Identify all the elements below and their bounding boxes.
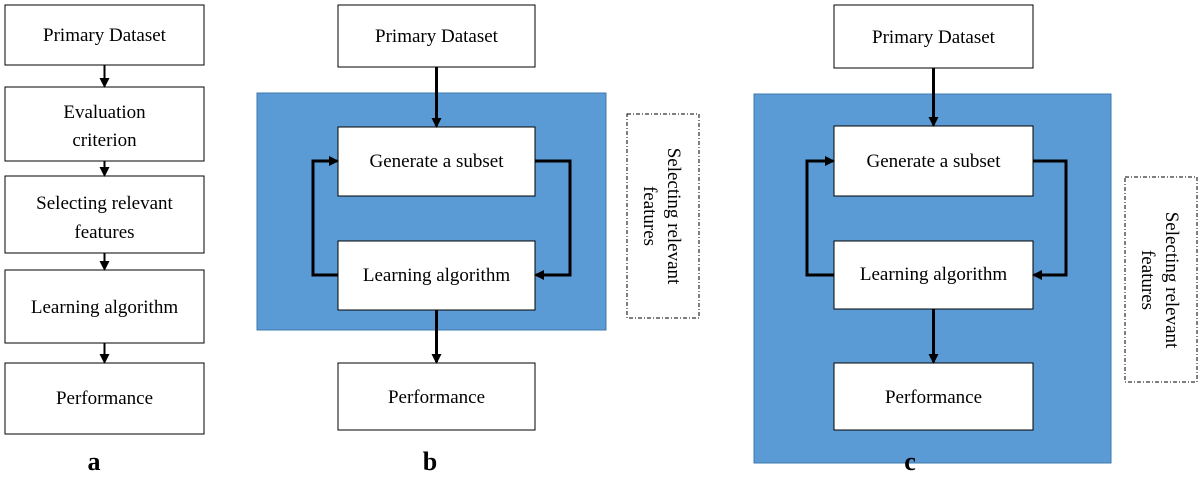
evaluation-criterion-label-line1: Evaluation: [63, 102, 146, 123]
panel-a-label: a: [88, 447, 101, 476]
primary-dataset-label: Primary Dataset: [872, 27, 996, 48]
side-label-line1: Selecting relevant: [1161, 212, 1182, 349]
selecting-features-label-line2: features: [74, 222, 134, 243]
primary-dataset-label: Primary Dataset: [375, 26, 499, 47]
selecting-features-side-box: [1124, 176, 1198, 383]
side-label-line2: features: [1137, 250, 1158, 310]
primary-dataset-box: [833, 4, 1034, 69]
panel-b-label: b: [423, 447, 437, 476]
performance-label: Performance: [885, 387, 982, 408]
primary-dataset-box: [337, 4, 536, 68]
learning-algorithm-label: Learning algorithm: [363, 265, 510, 286]
panel-b: Primary Dataset Generate a subset Learni…: [256, 4, 700, 476]
primary-dataset-box: [4, 4, 205, 66]
learning-algorithm-label: Learning algorithm: [860, 264, 1007, 285]
side-label-line1: Selecting relevant: [663, 148, 684, 285]
performance-label: Performance: [56, 388, 153, 409]
evaluation-criterion-box: [4, 86, 205, 162]
arrow-c-subset-to-learning: [1032, 159, 1068, 280]
generate-subset-label: Generate a subset: [867, 151, 1002, 172]
generate-subset-label: Generate a subset: [370, 151, 505, 172]
performance-label: Performance: [388, 387, 485, 408]
learning-algorithm-box: [4, 269, 205, 344]
arrow-b-subset-to-learning: [534, 159, 572, 280]
selecting-features-label-line1: Selecting relevant: [36, 193, 173, 214]
learning-algorithm-box: [833, 240, 1034, 310]
arrow-b-learning-to-subset: [311, 156, 339, 277]
panel-c: Primary Dataset Generate a subset Learni…: [753, 4, 1198, 476]
primary-dataset-label: Primary Dataset: [43, 25, 167, 46]
side-label-line2: features: [639, 186, 660, 246]
performance-box: [833, 362, 1034, 431]
arrow-c-learning-to-subset: [805, 156, 835, 277]
performance-box: [4, 362, 205, 435]
evaluation-criterion-label-line2: criterion: [72, 130, 137, 151]
learning-algorithm-box: [337, 240, 536, 311]
learning-algorithm-label: Learning algorithm: [31, 297, 178, 318]
generate-subset-box: [833, 125, 1034, 197]
selecting-features-side-box: [626, 113, 700, 319]
panel-c-label: c: [904, 447, 916, 476]
panel-a: Primary Dataset Evaluation criterion Sel…: [4, 4, 205, 476]
